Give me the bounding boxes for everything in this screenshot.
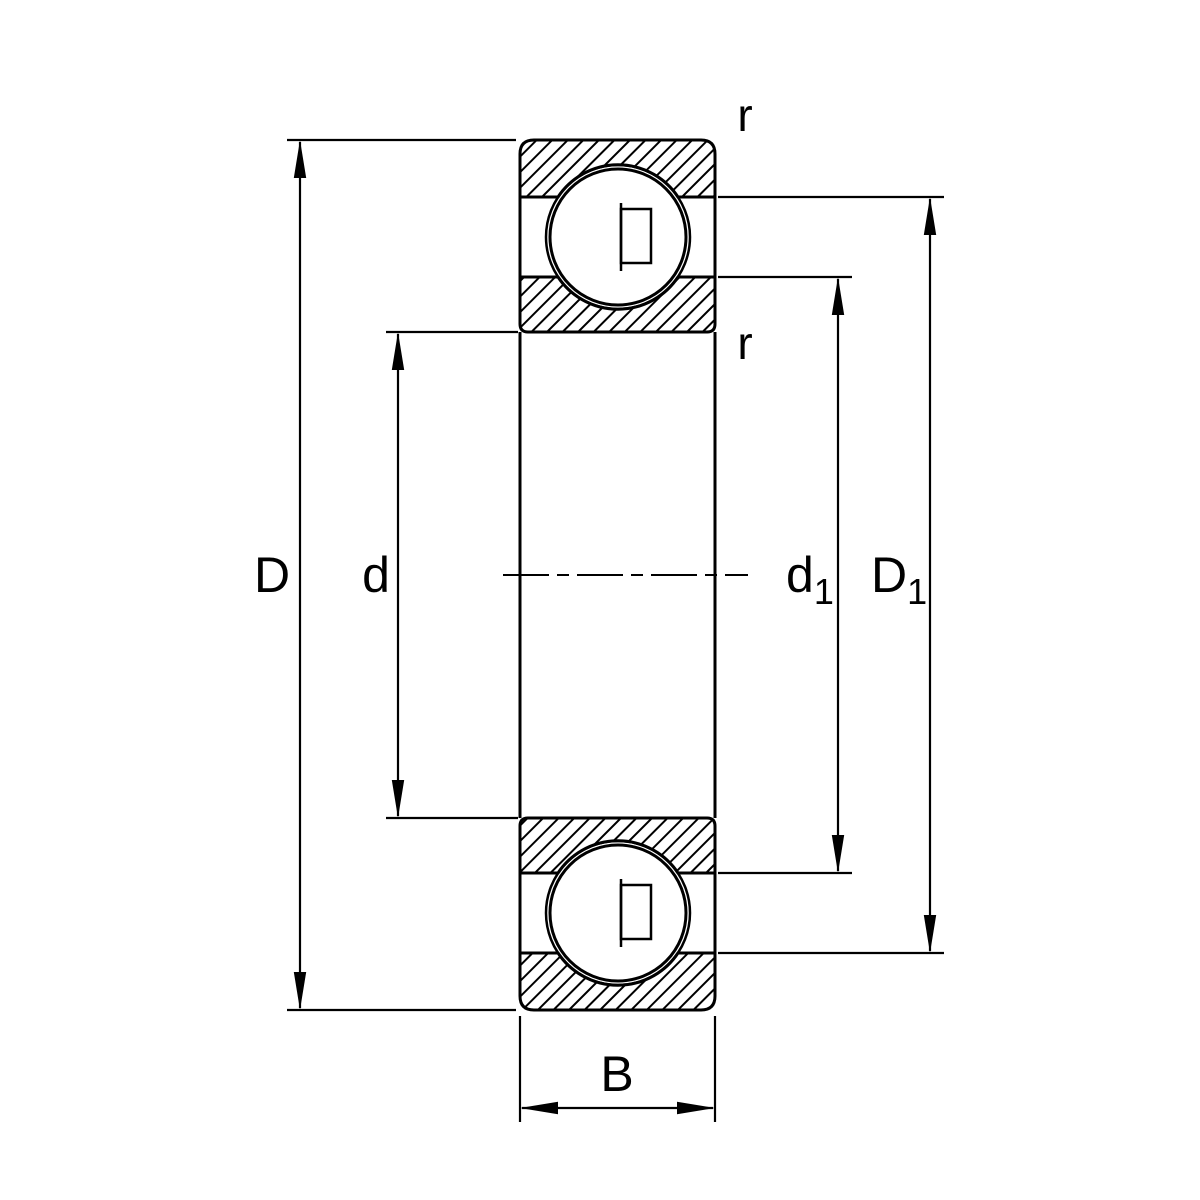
ball-top — [548, 167, 688, 307]
arrowhead — [831, 277, 845, 315]
arrowhead — [520, 1101, 558, 1115]
arrowhead — [677, 1101, 715, 1115]
label-outer-shoulder-D1: D1 — [871, 547, 927, 612]
label-bore-diameter-d: d — [362, 547, 390, 603]
arrowhead — [293, 972, 307, 1010]
dimension-labels: D d d1 D1 B r r — [254, 89, 927, 1102]
arrowhead — [391, 780, 405, 818]
dim-inner-shoulder-d1 — [718, 275, 852, 875]
dim-width-B — [518, 1016, 717, 1122]
raceway-groove-top — [544, 163, 692, 311]
arrowhead — [923, 915, 937, 953]
ball-bottom — [548, 843, 688, 983]
label-outer-diameter-D: D — [254, 547, 290, 603]
cage-bottom-section — [619, 879, 653, 947]
arrowhead — [293, 140, 307, 178]
cage-top-section — [619, 203, 653, 271]
dim-outer-shoulder-D1 — [718, 195, 944, 955]
arrowhead — [831, 835, 845, 873]
label-inner-shoulder-d1: d1 — [786, 547, 834, 612]
label-corner-radius-outer-r: r — [737, 89, 752, 141]
dim-outer-diameter-D — [287, 138, 516, 1012]
bearing-section — [503, 138, 748, 1012]
dim-bore-diameter-d — [386, 330, 518, 820]
label-width-B: B — [600, 1046, 633, 1102]
arrowhead — [923, 197, 937, 235]
arrowhead — [391, 332, 405, 370]
dimensions — [287, 138, 944, 1122]
label-corner-radius-inner-r: r — [737, 317, 752, 369]
raceway-groove-bottom — [544, 839, 692, 987]
